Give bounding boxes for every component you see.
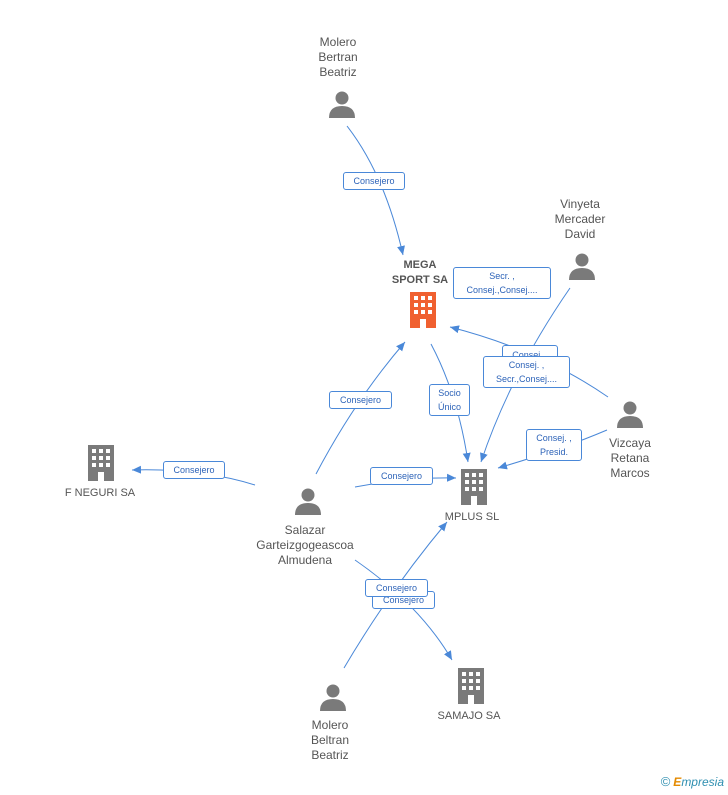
edge-label-vizcaya-mega[interactable]: Consej. , Secr.,Consej.... (483, 356, 570, 388)
person-icon[interactable] (567, 251, 597, 281)
edge-label-salazar-mplus[interactable]: Consejero (370, 467, 433, 485)
edge-molero-top-mega (346, 125, 405, 256)
person-icon[interactable] (318, 682, 348, 712)
edge-label-molero-top-mega[interactable]: Consejero (343, 172, 405, 190)
node-label-mega-sport[interactable]: MEGA SPORT SA (391, 259, 449, 286)
empresia-footer[interactable]: ©Empresia (661, 774, 724, 789)
edge-salazar-samajo (354, 559, 453, 661)
main-building-icon[interactable] (408, 292, 438, 328)
building-icon[interactable] (456, 668, 486, 704)
edge-label-salazar-mega[interactable]: Consejero (329, 391, 392, 409)
person-icon[interactable] (615, 399, 645, 429)
edge-label-molero-bottom-mplus[interactable]: Consejero (365, 579, 428, 597)
building-icon[interactable] (86, 445, 116, 481)
person-icon[interactable] (327, 89, 357, 119)
node-label-mplus[interactable]: MPLUS SL (444, 511, 500, 523)
node-label-vinyeta: Vinyeta Mercader David (554, 197, 606, 241)
node-label-molero-top: Molero Bertran Beatriz (318, 35, 358, 79)
node-label-samajo[interactable]: SAMAJO SA (437, 710, 501, 722)
edge-label-mega-mplus[interactable]: Socio Único (429, 384, 470, 416)
node-label-f-neguri[interactable]: F NEGURI SA (64, 487, 136, 499)
edge-label-salazar-fneguri[interactable]: Consejero (163, 461, 225, 479)
edge-label-vinyeta-mega[interactable]: Secr. , Consej.,Consej.... (453, 267, 551, 299)
brand-logo-text: mpresia (681, 775, 724, 789)
person-icon[interactable] (293, 486, 323, 516)
edge-label-vizcaya-mplus[interactable]: Consej. , Presid. (526, 429, 582, 461)
building-icon[interactable] (459, 469, 489, 505)
node-label-salazar: Salazar Garteizgogeascoa Almudena (256, 523, 354, 567)
copyright-icon: © (660, 774, 671, 789)
brand-logo-e: E (673, 775, 682, 789)
node-label-vizcaya: Vizcaya Retana Marcos (609, 436, 651, 480)
node-label-molero-bottom: Molero Beltran Beatriz (310, 718, 350, 762)
